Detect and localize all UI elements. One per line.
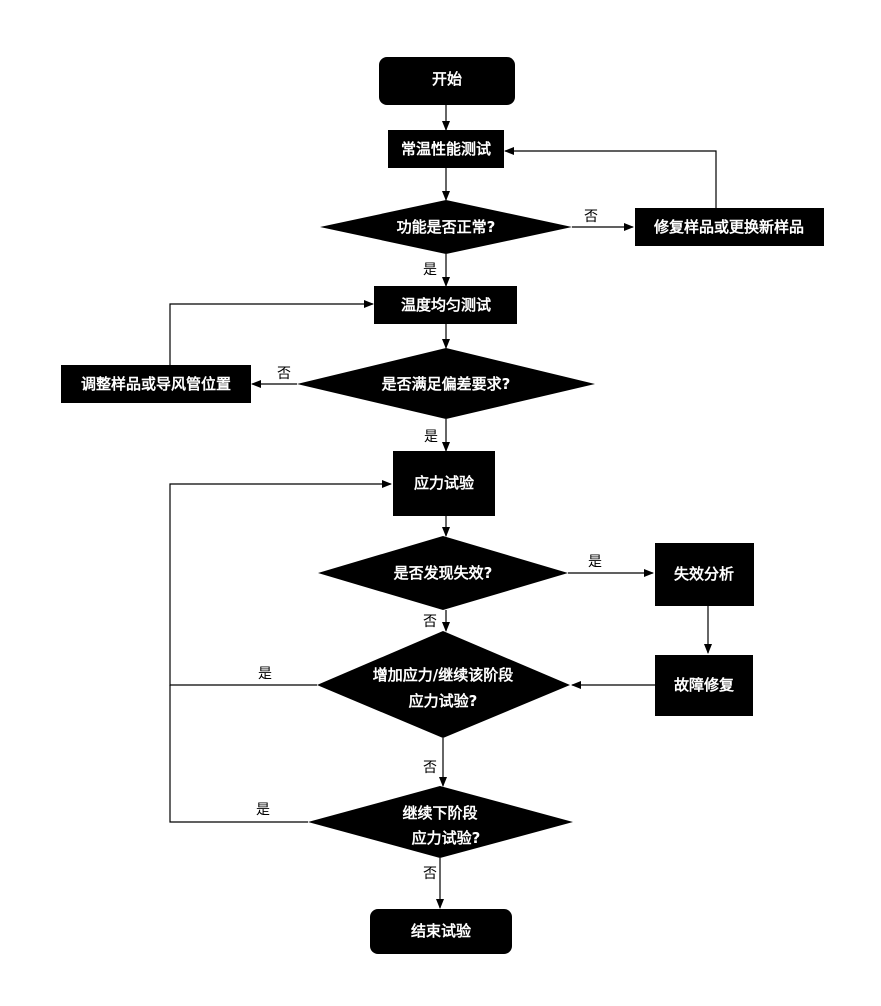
deviation-no-label: 否 (277, 366, 291, 382)
failure-check-node (318, 536, 568, 610)
edges (169, 105, 717, 909)
normal-test-node (388, 130, 504, 168)
deviation-check-label: 是否满足偏差要求? (381, 375, 511, 393)
increase-stress-label-line1: 增加应力/继续该阶段 (373, 666, 513, 684)
function-check-label: 功能是否正常? (397, 218, 496, 236)
repair-replace-node (635, 208, 824, 246)
deviation-yes-label: 是 (424, 429, 438, 445)
function-no-label: 否 (584, 209, 598, 225)
adjust-sample-node (61, 365, 251, 403)
edge-increase-yes-to-stress-test (169, 480, 392, 686)
deviation-check-node (297, 348, 595, 419)
increase-no-label: 否 (423, 760, 437, 776)
next-stage-label-line2: 应力试验? (412, 829, 481, 847)
increase-stress-label-line2: 应力试验? (409, 692, 478, 710)
end-node (370, 909, 512, 954)
failure-no-label: 否 (423, 614, 437, 630)
next-stage-label-line1: 继续下阶段 (402, 804, 477, 822)
uniformity-test-node (374, 286, 517, 324)
start-node (379, 57, 515, 105)
function-yes-label: 是 (423, 262, 437, 278)
failure-yes-label: 是 (588, 554, 602, 570)
stress-test-label: 应力试验 (414, 474, 475, 492)
edge-next-yes-to-stress-test (169, 685, 308, 823)
next-stage-node (308, 786, 573, 858)
adjust-sample-label: 调整样品或导风管位置 (81, 375, 231, 393)
normal-test-label: 常温性能测试 (401, 140, 491, 158)
fault-repair-label: 故障修复 (674, 676, 735, 694)
nodes: 开始 常温性能测试 功能是否正常? 修复样品或更换新样品 温度均匀测试 是否满足… (61, 57, 824, 954)
failure-check-label: 是否发现失效? (393, 564, 493, 582)
next-no-label: 否 (423, 866, 437, 882)
next-yes-label: 是 (256, 802, 270, 818)
stress-test-node (393, 451, 495, 516)
end-label: 结束试验 (411, 922, 472, 940)
function-check-node (320, 200, 572, 254)
failure-analysis-node (655, 543, 754, 606)
fault-repair-node (655, 655, 753, 716)
start-label: 开始 (432, 70, 462, 88)
edge-labels: 否 是 否 是 是 否 是 否 是 否 (256, 209, 602, 882)
uniformity-test-label: 温度均匀测试 (401, 296, 491, 314)
edge-repair-back-to-normal-test (504, 147, 717, 208)
increase-yes-label: 是 (258, 666, 272, 682)
repair-replace-label: 修复样品或更换新样品 (653, 218, 804, 236)
failure-analysis-label: 失效分析 (674, 565, 734, 583)
increase-stress-node (317, 631, 570, 738)
edge-adjust-back-to-uniformity (169, 300, 374, 365)
